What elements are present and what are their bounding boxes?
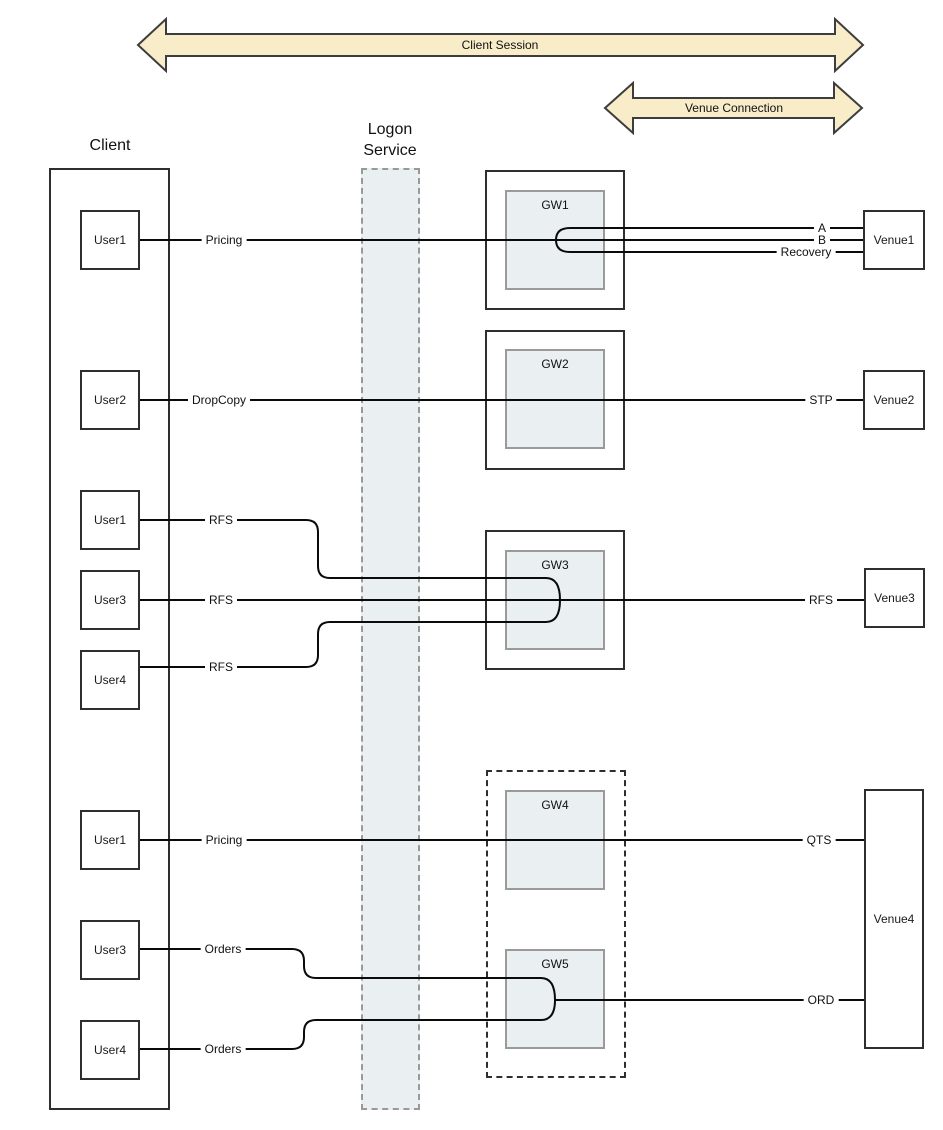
line-label-orders-1: Orders <box>200 943 246 955</box>
line-label-b: B <box>813 234 831 246</box>
venue-connection-label: Venue Connection <box>684 101 784 115</box>
gateway-gw4: GW4 <box>505 790 605 890</box>
gateway-group-dashed-box <box>486 770 626 1078</box>
line-label-qts: QTS <box>802 834 836 846</box>
line-label-pricing-2: Pricing <box>201 834 247 846</box>
line-label-recovery: Recovery <box>776 246 836 258</box>
venue-box-2: Venue2 <box>863 370 925 430</box>
venue-box-3: Venue3 <box>864 568 925 628</box>
user-box-1: User1 <box>80 210 140 270</box>
venue-box-4: Venue4 <box>864 789 924 1049</box>
line-label-ord: ORD <box>803 994 839 1006</box>
line-label-stp: STP <box>805 394 837 406</box>
user-box-5: User4 <box>80 650 140 710</box>
gateway-gw2: GW2 <box>505 349 605 449</box>
line-label-rfs-3: RFS <box>205 661 237 673</box>
line-label-a: A <box>813 222 831 234</box>
gateway-gw1: GW1 <box>505 190 605 290</box>
line-label-pricing-1: Pricing <box>201 234 247 246</box>
logon-service-title-line1: Logon <box>367 121 413 138</box>
gateway-gw5: GW5 <box>505 949 605 1049</box>
line-label-rfs-1: RFS <box>205 514 237 526</box>
client-session-label: Client Session <box>461 38 539 52</box>
user-box-6: User1 <box>80 810 140 870</box>
logon-service-title-line2: Service <box>363 142 417 159</box>
client-title: Client <box>89 137 131 154</box>
user-box-2: User2 <box>80 370 140 430</box>
user-box-4: User3 <box>80 570 140 630</box>
logon-service-band <box>361 168 420 1110</box>
user-box-3: User1 <box>80 490 140 550</box>
user-box-7: User3 <box>80 920 140 980</box>
line-label-rfs-venue: RFS <box>805 594 837 606</box>
gateway-gw3: GW3 <box>505 550 605 650</box>
user-box-8: User4 <box>80 1020 140 1080</box>
line-label-dropcopy: DropCopy <box>187 394 251 406</box>
line-label-rfs-2: RFS <box>205 594 237 606</box>
line-label-orders-2: Orders <box>200 1043 246 1055</box>
venue-box-1: Venue1 <box>863 210 925 270</box>
